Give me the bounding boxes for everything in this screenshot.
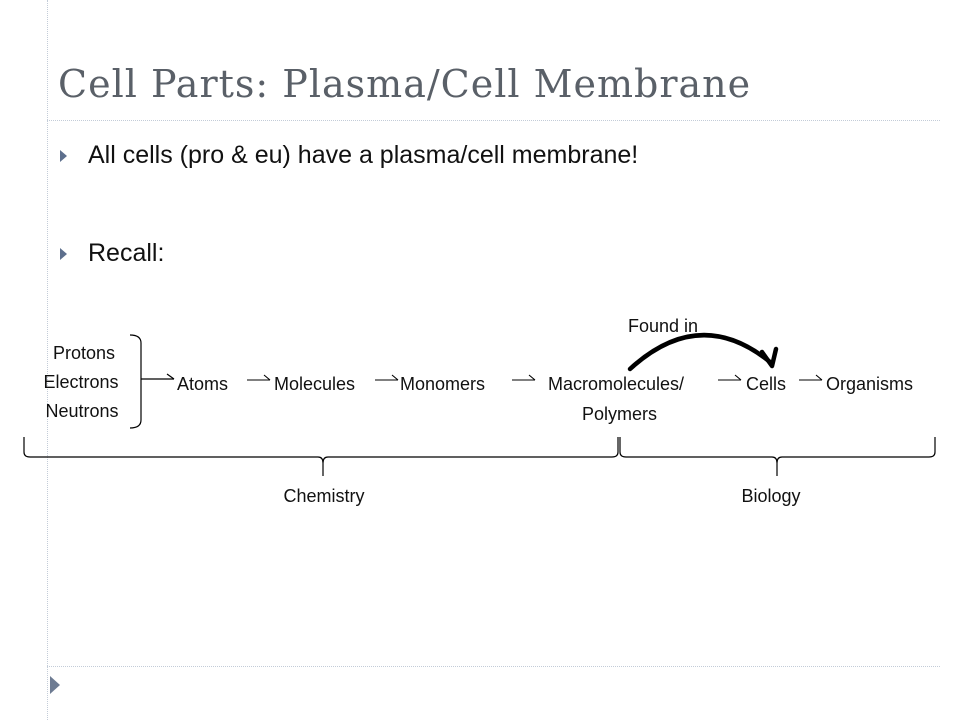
chain-label-atoms: Atoms [177,374,228,394]
found-in-arrow [627,333,773,372]
chain-label-cells: Cells [746,374,786,394]
particles-bracket [129,334,142,429]
chain-label-polymers: Polymers [582,404,657,424]
chain-arrow [799,374,823,381]
chain-label-molecules: Molecules [274,374,355,394]
chain-arrow [375,374,399,381]
chain-arrow [512,374,536,381]
left-guide-rule [47,0,48,720]
particle-label: Electrons [43,372,118,392]
chain-arrow [718,374,742,381]
chain-label-macromolecules: Macromolecules/ [548,374,684,394]
biology-brace [619,437,936,476]
chain-label-organisms: Organisms [826,374,913,394]
bullet-arrow-icon [60,248,67,260]
chain-arrows [247,374,823,381]
slide-title: Cell Parts: Plasma/Cell Membrane [58,62,752,106]
footer-arrow-icon [50,676,60,694]
footer-divider [47,666,940,667]
particle-label: Protons [53,343,115,363]
found-in-label: Found in [628,316,698,336]
bullet-text: Recall: [88,239,165,267]
title-divider [47,120,940,121]
arrow-head [166,373,175,380]
chain-label-monomers: Monomers [400,374,485,394]
found-in-arrow-head [759,346,779,369]
chemistry-brace [23,437,619,476]
particle-label: Neutrons [45,401,118,421]
bullet-text: All cells (pro & eu) have a plasma/cell … [88,141,639,169]
bullet-arrow-icon [60,150,67,162]
group-label-chemistry: Chemistry [283,486,364,506]
chain-arrow [247,374,271,381]
group-label-biology: Biology [741,486,800,506]
